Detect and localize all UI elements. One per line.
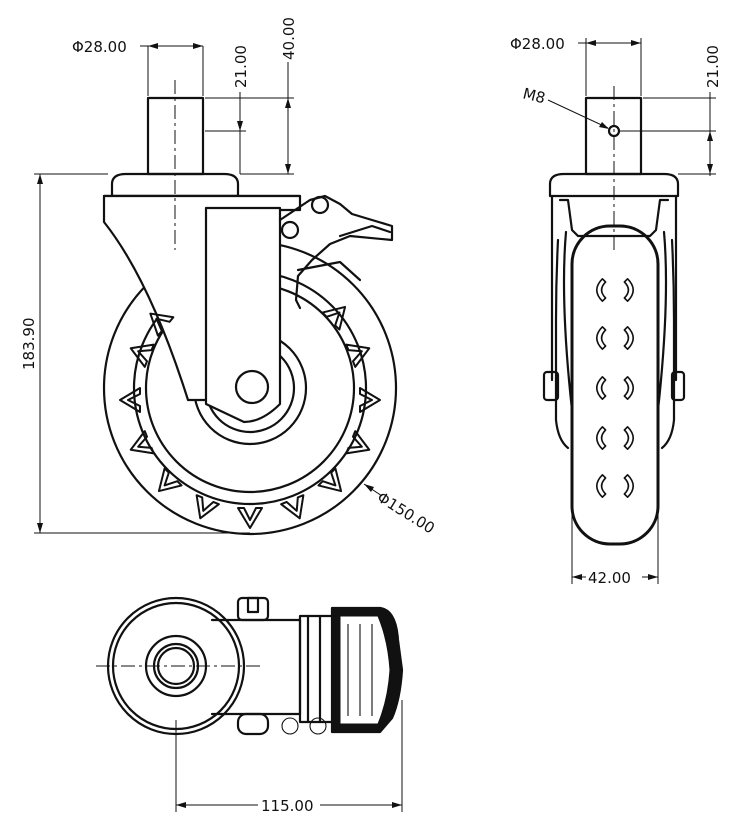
front-stem-diameter-label: Φ28.00: [510, 35, 565, 53]
front-view: [542, 86, 686, 546]
top-view: [96, 596, 404, 736]
wheel-diameter-label: Φ150.00: [374, 488, 438, 537]
side-stem-total-label: 40.00: [280, 17, 298, 60]
overall-height-label: 183.90: [20, 318, 38, 371]
side-brake-lever: [278, 194, 394, 310]
side-axle: [234, 369, 270, 405]
front-dimensions: Φ28.00 M8 21.00 42.00: [510, 35, 722, 587]
front-treads: [595, 277, 635, 499]
side-stem-height-label: 21.00: [232, 45, 250, 88]
side-view: [102, 80, 398, 536]
front-wheel: [570, 224, 660, 546]
thread-label: M8: [521, 84, 547, 107]
plan-length-label: 115.00: [261, 797, 314, 815]
top-dimensions: 115.00: [175, 700, 403, 815]
side-top-plate: [110, 172, 240, 198]
front-top-plate: [548, 172, 680, 198]
side-stem-diameter-label: Φ28.00: [72, 38, 127, 56]
side-fork-plate: [204, 206, 282, 424]
wheel-width-label: 42.00: [588, 569, 631, 587]
front-hole-height-label: 21.00: [704, 45, 722, 88]
